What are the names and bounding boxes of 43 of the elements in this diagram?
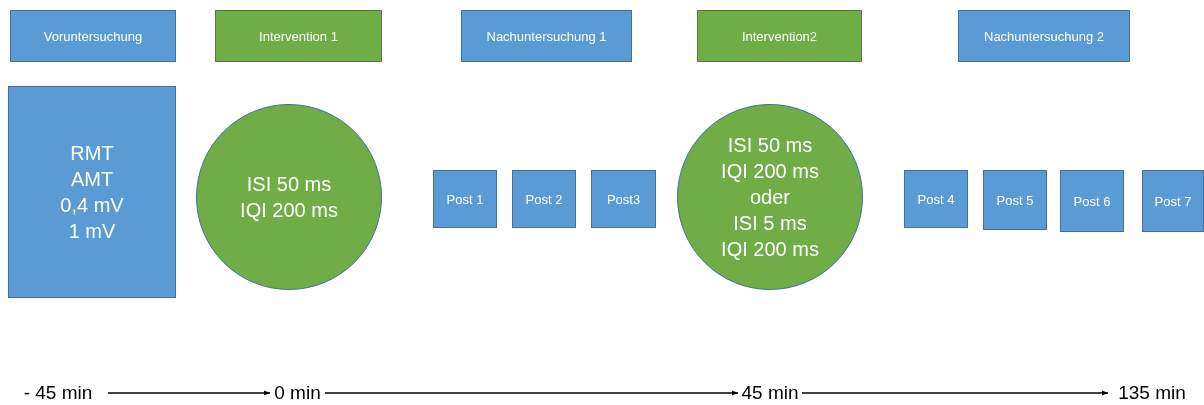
box-text: Nachuntersuchung 1 [486,28,607,44]
phase-box [461,10,632,62]
box-text: oder [750,185,790,210]
post-measurement-box [591,170,656,228]
phase-box [958,10,1130,62]
box-text: IQI 200 ms [721,237,819,262]
phase-box [10,10,176,62]
post-measurement-box [433,170,497,228]
box-text: Post 7 [1154,193,1192,209]
time-label: 0 min [274,382,321,404]
measurement-box [8,86,176,298]
time-label: 45 min [741,382,799,404]
box-text: ISI 5 ms [733,211,807,236]
post-measurement-box [983,170,1047,230]
box-text: ISI 50 ms [727,133,813,158]
time-label: - 45 min [23,382,93,404]
box-text: ISI 50 ms [246,172,332,197]
timeline-arrow [324,390,739,396]
box-text: Nachuntersuchung 2 [984,28,1104,44]
box-text: Post 1 [446,191,484,207]
box-text: 1 mV [68,219,116,244]
box-text: Post 5 [996,192,1034,208]
time-label: 135 min [1118,382,1186,404]
box-text: Intervention2 [741,28,818,44]
post-measurement-box [512,170,576,228]
box-text: Intervention 1 [259,28,338,44]
box-text: RMT [70,141,114,166]
box-text: Post 6 [1073,193,1111,209]
post-measurement-box [904,170,968,228]
timeline-arrow [801,390,1109,396]
post-measurement-box [1142,170,1204,232]
intervention-box [697,10,862,62]
box-text: Post3 [606,191,641,207]
box-text: 0,4 mV [60,193,124,218]
box-text: IQI 200 ms [240,198,338,223]
timeline-arrow [107,390,271,396]
box-text: Voruntersuchung [43,28,143,44]
box-text: Post 2 [525,191,563,207]
box-text: IQI 200 ms [721,159,819,184]
intervention-box [215,10,382,62]
box-text: AMT [70,167,114,192]
post-measurement-box [1060,170,1124,232]
box-text: Post 4 [917,191,955,207]
